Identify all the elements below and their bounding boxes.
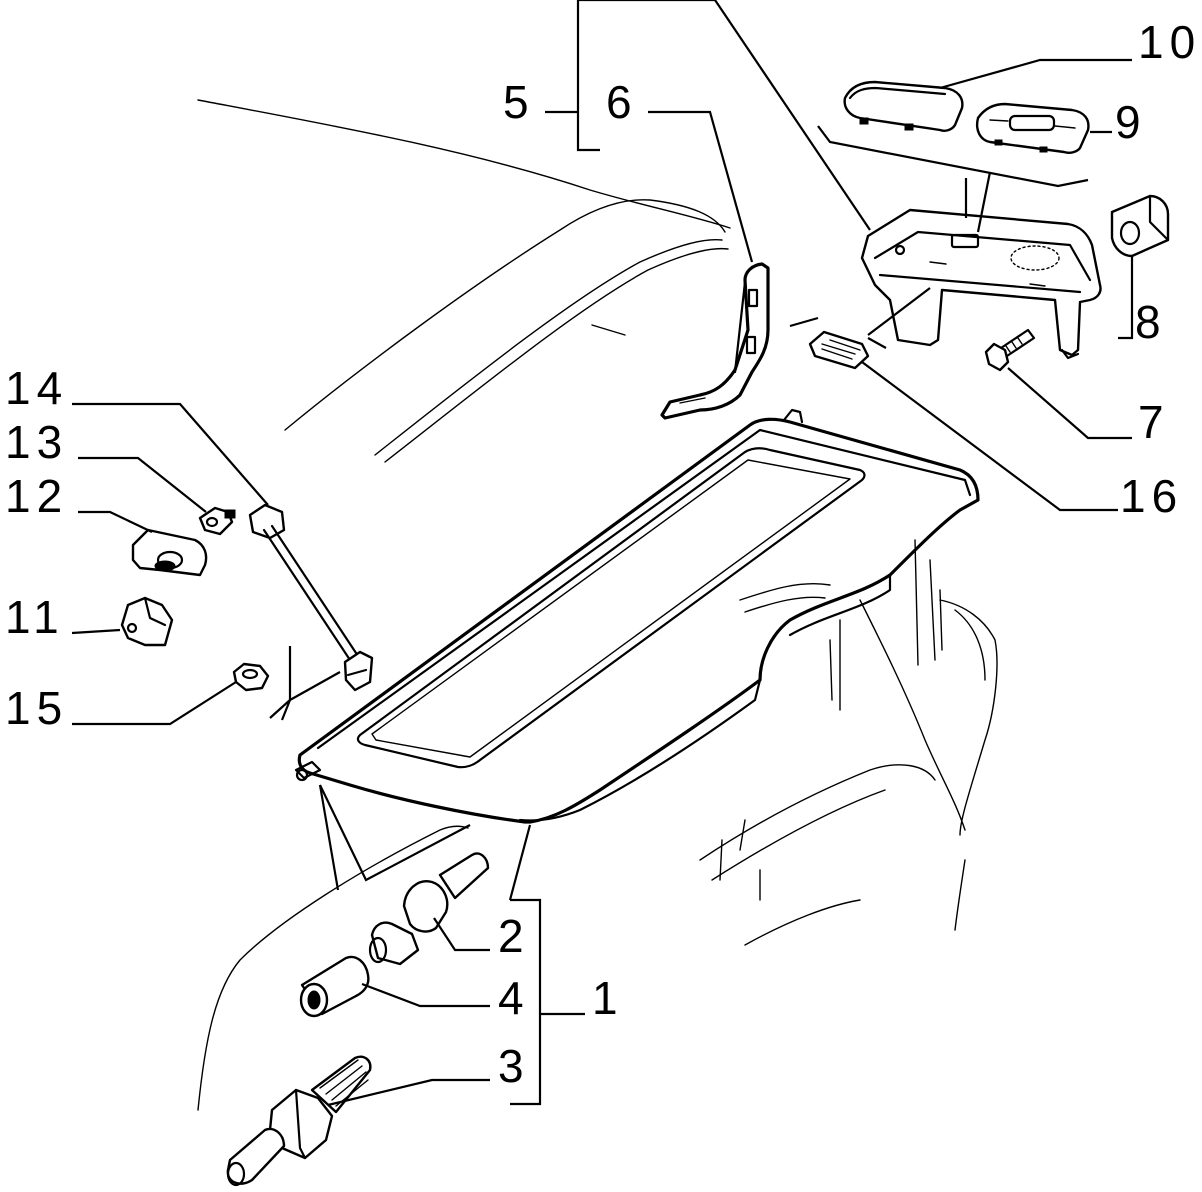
callout-14: 14 (5, 362, 68, 414)
screw-7 (984, 328, 1036, 372)
splined-shaft-3 (226, 1055, 372, 1187)
button-8 (1110, 194, 1170, 258)
callout-10: 10 (1138, 16, 1201, 68)
callout-11: 11 (5, 591, 65, 643)
pivot-pin-2 (368, 852, 490, 966)
cover-10 (843, 80, 964, 132)
clip-11 (120, 596, 174, 647)
speaker-housing (860, 208, 1102, 360)
nut-15 (232, 662, 270, 692)
callout-7: 7 (1138, 396, 1170, 448)
callout-9: 9 (1115, 96, 1147, 148)
parcel-shelf (294, 408, 980, 824)
callout-4: 4 (498, 972, 530, 1024)
callout-2: 2 (498, 910, 530, 962)
vent-16 (808, 330, 870, 370)
side-bracket (660, 262, 770, 420)
callout-6: 6 (606, 76, 638, 128)
plug-13 (198, 506, 236, 536)
clip-12 (131, 528, 208, 577)
callout-16: 16 (1120, 470, 1183, 522)
callout-15: 15 (5, 682, 68, 734)
leader-lines (71, 0, 1134, 1107)
bush-4 (299, 955, 370, 1018)
callout-12: 12 (5, 470, 68, 522)
callout-1: 1 (592, 972, 624, 1024)
rod-14 (248, 503, 374, 692)
callout-8: 8 (1135, 296, 1167, 348)
callout-13: 13 (5, 416, 68, 468)
callout-3: 3 (498, 1040, 530, 1092)
callout-labels: 10 9 5 6 8 7 16 14 13 12 11 15 2 1 4 3 (5, 16, 1201, 1092)
callout-5: 5 (503, 76, 535, 128)
car-body-outline (197, 99, 998, 1111)
grille-9 (976, 102, 1090, 154)
